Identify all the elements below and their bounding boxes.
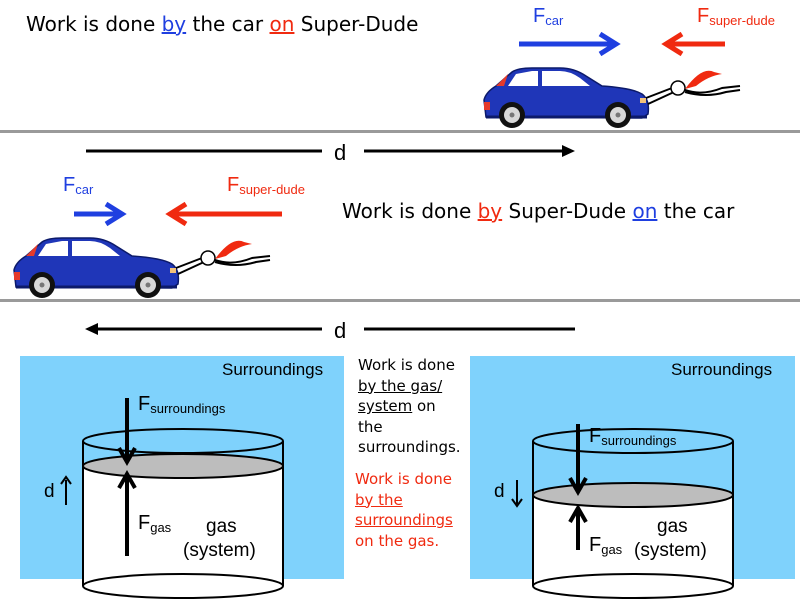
wheel-icon xyxy=(135,272,161,298)
force-symbol: F xyxy=(697,5,710,27)
surroundings-label-left: Surroundings xyxy=(222,360,324,379)
force-subscript: surroundings xyxy=(601,433,677,448)
headline-text: Work is done xyxy=(342,199,478,223)
note-line: system on xyxy=(358,396,461,417)
force-subscript: car xyxy=(545,13,564,28)
force-subscript: super-dude xyxy=(709,13,775,28)
gas-label-left: gas xyxy=(206,516,237,537)
force-symbol: F xyxy=(227,174,240,196)
surroundings-label-right: Surroundings xyxy=(671,360,773,379)
headline-text: the car xyxy=(657,199,735,223)
force-gas-label-right: Fgas xyxy=(589,534,622,557)
superdude-icon xyxy=(175,240,271,275)
headline-middle: Work is done by Super-Dude on the car xyxy=(342,199,734,223)
force-symbol: F xyxy=(138,393,151,415)
note-text: on xyxy=(412,397,436,415)
ground-line-middle xyxy=(0,299,800,302)
force-symbol: F xyxy=(589,534,602,556)
headline-text: Super-Dude xyxy=(294,12,419,36)
car-middle xyxy=(13,237,271,298)
force-superdude-label-middle: Fsuper-dude xyxy=(227,174,305,197)
displacement-label-left: d xyxy=(44,481,55,502)
note-underlined: system xyxy=(358,397,413,415)
wheel-icon xyxy=(499,102,525,128)
headline-text: Work is done xyxy=(26,12,162,36)
on-word: on xyxy=(632,199,658,223)
by-word: by xyxy=(477,199,503,223)
headline-text: Super-Dude xyxy=(502,199,633,223)
ground-line-top xyxy=(0,130,800,133)
force-car-label-middle: Fcar xyxy=(63,174,93,197)
note-work-by-surroundings: Work is done by the surroundings on the … xyxy=(355,469,453,551)
car-top xyxy=(483,67,741,128)
force-symbol: F xyxy=(138,512,151,534)
wheel-icon xyxy=(29,272,55,298)
note-work-by-gas: Work is done by the gas/ system on the s… xyxy=(358,355,461,458)
gas-label-right: gas xyxy=(657,516,688,537)
system-label-right: (system) xyxy=(634,540,707,561)
surroundings-panel-left xyxy=(20,356,344,579)
superdude-icon xyxy=(645,70,741,105)
note-line: on the gas. xyxy=(355,531,440,550)
note-line: surroundings xyxy=(355,511,453,529)
on-word: on xyxy=(269,12,295,36)
force-symbol: F xyxy=(63,174,76,196)
displacement-label-middle: d xyxy=(334,318,347,343)
headline-top: Work is done by the car on Super-Dude xyxy=(26,12,418,36)
note-line: Work is done xyxy=(358,356,455,374)
note-line: Work is done xyxy=(355,470,452,488)
force-superdude-label-top: Fsuper-dude xyxy=(697,5,775,28)
displacement-label-right: d xyxy=(494,481,505,502)
note-line: by the xyxy=(355,490,403,509)
force-subscript: gas xyxy=(601,542,623,557)
force-subscript: super-dude xyxy=(239,182,305,197)
force-symbol: F xyxy=(589,425,602,447)
note-line: by the gas/ xyxy=(358,376,443,395)
car-body-icon xyxy=(483,67,650,119)
force-surroundings-label-left: Fsurroundings xyxy=(138,393,225,416)
force-subscript: car xyxy=(75,182,94,197)
headline-text: the car xyxy=(186,12,270,36)
note-line: surroundings. xyxy=(358,438,461,456)
force-car-label-top: Fcar xyxy=(533,5,563,28)
displacement-label-top: d xyxy=(334,140,347,165)
surroundings-panel-right xyxy=(470,356,795,579)
by-word: by xyxy=(161,12,187,36)
wheel-icon xyxy=(605,102,631,128)
system-label-left: (system) xyxy=(183,540,256,561)
force-gas-label-left: Fgas xyxy=(138,512,171,535)
force-subscript: surroundings xyxy=(150,401,226,416)
force-symbol: F xyxy=(533,5,546,27)
force-surroundings-label-right: Fsurroundings xyxy=(589,425,676,448)
note-line: the xyxy=(358,417,383,436)
force-subscript: gas xyxy=(150,520,172,535)
